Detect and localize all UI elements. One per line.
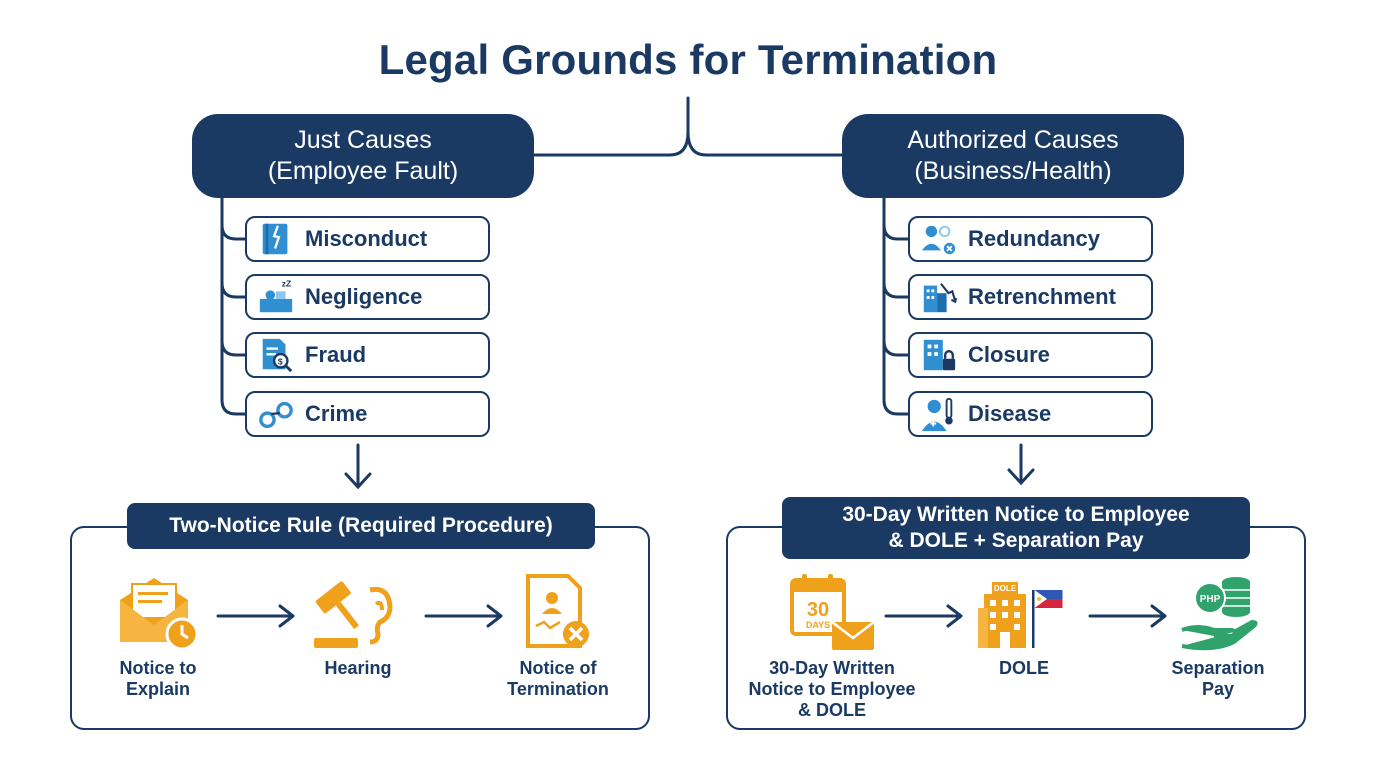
calendar-envelope-icon: 30 DAYS [790,574,875,650]
hand-coins-icon: PHP [1181,577,1258,651]
document-magnifier-icon: $ [262,338,293,373]
just-causes-subtitle: (Employee Fault) [267,157,459,185]
separation-procedure-title: 30-Day Written Notice to Employee & DOLE… [782,497,1250,559]
step-label-dole: DOLE [954,658,1094,679]
step-label-line: Notice to [119,658,197,678]
step-label-line: Hearing [324,658,392,678]
step-label-notice-of-termination: Notice of Termination [486,658,630,700]
building-decline-icon [923,283,958,313]
authorized-cause-retrenchment: Retrenchment [908,274,1153,320]
step-label-line: & DOLE [797,700,866,720]
step-label-hearing: Hearing [288,658,428,679]
item-label: Retrenchment [968,284,1116,309]
document-x-icon [526,574,589,648]
step-label-line: Separation [1171,658,1265,678]
coin-text: PHP [1200,594,1221,605]
step-label-separation-pay: Separation Pay [1148,658,1288,700]
item-label: Disease [968,401,1052,426]
authorized-causes-subtitle: (Business/Health) [914,157,1112,185]
separation-procedure-title-line2: & DOLE + Separation Pay [888,529,1144,552]
just-causes-title: Just Causes [294,126,432,154]
authorized-cause-disease: Disease [908,391,1153,437]
flow-arrow [1088,604,1167,628]
building-lock-icon [923,339,956,371]
page-title: Legal Grounds for Termination [378,36,998,83]
step-label-line: 30-Day Written [769,658,895,678]
step-label-30-day-notice: 30-Day Written Notice to Employee & DOLE [742,658,922,721]
envelope-clock-icon [120,578,199,651]
handcuffs-icon [259,401,293,429]
two-notice-rule-title: Two-Notice Rule (Required Procedure) [127,503,595,549]
two-notice-rule-label: Two-Notice Rule (Required Procedure) [169,514,553,537]
patient-thermometer-icon [921,397,953,432]
step-label-line: Notice to Employee [748,679,916,699]
authorized-causes-header: Authorized Causes (Business/Health) [842,114,1184,198]
step-label-line: Termination [507,679,609,699]
step-label-line: Pay [1201,679,1235,699]
step-label-notice-to-explain: Notice to Explain [88,658,228,700]
separation-procedure-title-line1: 30-Day Written Notice to Employee [842,503,1190,526]
broken-book-icon [262,223,288,255]
item-label: Redundancy [968,226,1101,251]
just-cause-fraud: $ Fraud [245,332,490,378]
government-building-flag-icon: DOLE [978,582,1063,648]
step-label-line: Notice of [519,658,597,678]
step-label-line: DOLE [998,658,1049,678]
just-cause-misconduct: Misconduct [245,216,490,262]
item-label: Misconduct [305,226,428,251]
svg-text:zZ: zZ [282,279,292,289]
sleeping-worker-icon: zZ [259,279,293,313]
calendar-unit: DAYS [806,620,830,630]
people-remove-icon [921,225,956,255]
item-label: Fraud [305,342,367,367]
gavel-ear-icon [314,581,393,648]
flow-arrow [424,604,503,628]
just-causes-header: Just Causes (Employee Fault) [192,114,534,198]
step-label-line: Explain [125,679,191,699]
calendar-number: 30 [807,599,829,621]
authorized-cause-redundancy: Redundancy [908,216,1153,262]
building-sign: DOLE [994,584,1017,593]
item-label: Negligence [305,284,423,309]
item-label: Closure [968,342,1050,367]
authorized-cause-closure: Closure [908,332,1153,378]
flow-arrow [884,604,963,628]
authorized-causes-title: Authorized Causes [907,126,1119,154]
flow-arrow [216,604,295,628]
just-cause-negligence: zZ Negligence [245,274,490,320]
svg-text:$: $ [278,357,283,367]
just-cause-crime: Crime [245,391,490,437]
item-label: Crime [305,401,368,426]
